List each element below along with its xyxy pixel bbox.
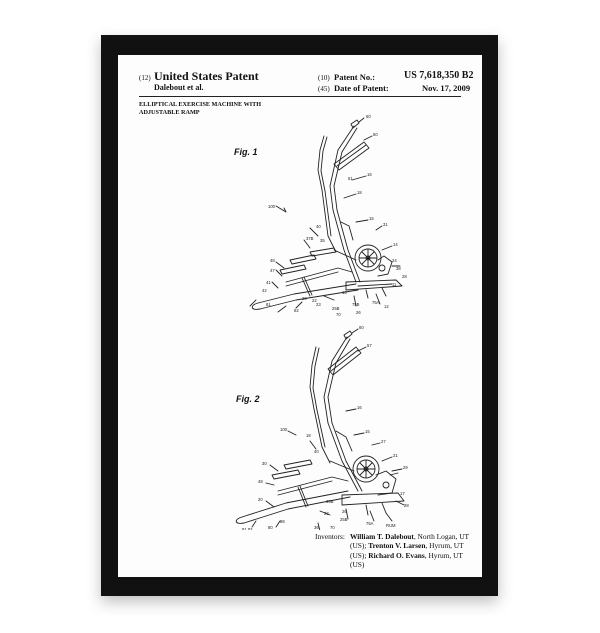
svg-text:75A: 75A xyxy=(372,300,380,305)
fig1-label: Fig. 1 xyxy=(234,147,258,157)
svg-text:51: 51 xyxy=(348,176,353,181)
svg-text:15: 15 xyxy=(365,429,370,434)
svg-text:70: 70 xyxy=(330,525,335,530)
svg-text:37B: 37B xyxy=(306,236,314,241)
inventor-location: , North Logan, UT (US); xyxy=(350,532,469,551)
svg-text:75B: 75B xyxy=(352,302,360,307)
svg-text:35B: 35B xyxy=(326,499,334,504)
svg-text:14: 14 xyxy=(393,242,398,247)
svg-text:30: 30 xyxy=(262,461,267,466)
svg-text:22: 22 xyxy=(312,298,317,303)
svg-text:25B: 25B xyxy=(340,517,348,522)
fig1-elliptical-drawing: 60 50 16 51 18 15 31 14 100 37B 40 35 24… xyxy=(249,114,407,317)
header-divider xyxy=(139,96,461,97)
svg-text:48: 48 xyxy=(258,479,263,484)
patent-date-value: Nov. 17, 2009 xyxy=(422,83,471,93)
svg-text:40: 40 xyxy=(316,224,321,229)
svg-text:RUM: RUM xyxy=(386,523,396,528)
svg-text:82: 82 xyxy=(294,308,299,313)
patent-number-label: Patent No.: xyxy=(334,72,376,82)
svg-text:41: 41 xyxy=(266,280,271,285)
svg-text:11: 11 xyxy=(392,282,397,287)
svg-text:13: 13 xyxy=(342,290,347,295)
fig2-label: Fig. 2 xyxy=(236,394,260,404)
svg-text:100: 100 xyxy=(280,427,288,432)
svg-text:60: 60 xyxy=(366,114,371,119)
svg-text:26: 26 xyxy=(342,509,347,514)
svg-text:35: 35 xyxy=(320,238,325,243)
svg-text:18: 18 xyxy=(357,190,362,195)
svg-text:36: 36 xyxy=(314,525,319,530)
svg-text:81,83: 81,83 xyxy=(242,527,253,530)
svg-text:25B: 25B xyxy=(332,306,340,311)
inventor-location: , Hyrum, UT (US); xyxy=(350,541,464,560)
patent-country-title: United States Patent xyxy=(154,69,259,83)
svg-text:24: 24 xyxy=(392,258,397,263)
svg-text:70: 70 xyxy=(336,312,341,317)
svg-text:57: 57 xyxy=(367,343,372,348)
svg-text:27: 27 xyxy=(381,439,386,444)
invention-title-line: ADJUSTABLE RAMP xyxy=(139,109,200,116)
svg-text:26: 26 xyxy=(356,310,361,315)
svg-text:42: 42 xyxy=(262,288,267,293)
svg-text:40: 40 xyxy=(314,449,319,454)
inventors-list: William T. Dalebout, North Logan, UT (US… xyxy=(350,532,475,569)
svg-text:28: 28 xyxy=(404,503,409,508)
svg-text:80: 80 xyxy=(268,525,273,530)
svg-text:18: 18 xyxy=(306,433,311,438)
inventor-name: Richard O. Evans xyxy=(368,550,425,560)
svg-text:28: 28 xyxy=(402,274,407,279)
svg-text:23: 23 xyxy=(324,511,329,516)
inventor-name: Trenton V. Larsen xyxy=(368,541,426,551)
svg-text:12: 12 xyxy=(384,304,389,309)
inventors-label: Inventors: xyxy=(315,532,345,541)
svg-text:23: 23 xyxy=(316,302,321,307)
svg-text:21: 21 xyxy=(393,453,398,458)
number-code: (10) xyxy=(318,74,330,82)
svg-text:60: 60 xyxy=(359,325,364,330)
patent-print: (12) United States Patent Dalebout et al… xyxy=(118,55,482,577)
svg-text:47: 47 xyxy=(270,268,275,273)
patent-date-label: Date of Patent: xyxy=(334,83,389,93)
svg-text:50: 50 xyxy=(373,132,378,137)
country-code: (12) xyxy=(139,74,151,82)
svg-text:48: 48 xyxy=(270,258,275,263)
svg-text:88: 88 xyxy=(280,519,285,524)
svg-text:17: 17 xyxy=(400,491,405,496)
svg-text:16: 16 xyxy=(367,172,372,177)
fig2-elliptical-drawing: 60 57 16 15 100 30 27 21 29 48 18 40 20 … xyxy=(235,325,409,530)
svg-text:20: 20 xyxy=(302,296,307,301)
svg-text:15: 15 xyxy=(369,216,374,221)
patent-number-value: US 7,618,350 B2 xyxy=(404,70,474,81)
svg-text:29: 29 xyxy=(403,465,408,470)
invention-title-line: ELLIPTICAL EXERCISE MACHINE WITH xyxy=(139,101,262,108)
svg-text:31: 31 xyxy=(383,222,388,227)
patent-authors: Dalebout et al. xyxy=(154,83,204,92)
inventor-name: William T. Dalebout xyxy=(350,532,414,541)
svg-text:38: 38 xyxy=(396,266,401,271)
svg-text:81: 81 xyxy=(266,302,271,307)
svg-text:20: 20 xyxy=(258,497,263,502)
svg-text:16: 16 xyxy=(357,405,362,410)
inventor-location: , Hyrum, UT (US) xyxy=(350,550,463,569)
patent-invention-title: ELLIPTICAL EXERCISE MACHINE WITH ADJUSTA… xyxy=(139,101,289,117)
date-code: (45) xyxy=(318,85,330,93)
svg-text:75A: 75A xyxy=(366,521,374,526)
svg-text:100: 100 xyxy=(268,204,276,209)
